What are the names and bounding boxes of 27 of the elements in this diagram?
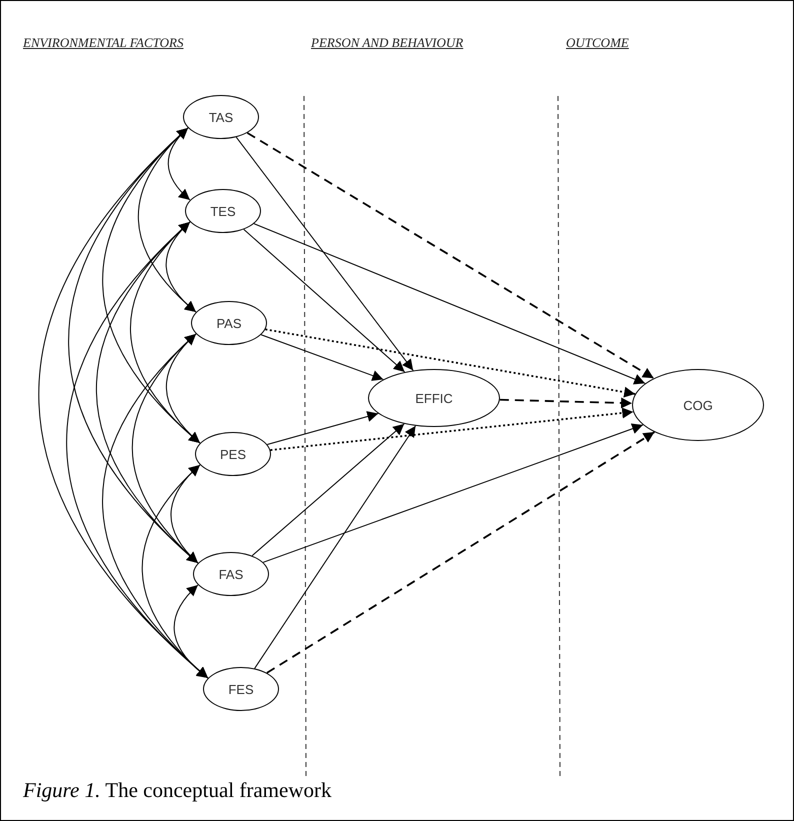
variable-ellipse: PES	[195, 432, 271, 476]
figure-caption: Figure 1. The conceptual framework	[23, 778, 332, 803]
arrow	[500, 397, 632, 408]
arrow	[254, 223, 646, 384]
variable-ellipse: TAS	[183, 95, 259, 139]
column-heading: ENVIRONMENTAL FACTORS	[23, 35, 184, 51]
arrow	[270, 408, 634, 451]
variable-ellipse: TES	[185, 189, 261, 233]
variable-ellipse: FES	[203, 667, 279, 711]
arrow	[246, 132, 654, 380]
arrow	[260, 334, 384, 381]
arrow	[265, 328, 636, 398]
arrow	[266, 431, 655, 674]
variable-ellipse: PAS	[191, 301, 267, 345]
arrow	[254, 425, 416, 669]
arrow	[243, 228, 406, 373]
arrow	[174, 584, 208, 678]
arrow	[252, 423, 405, 556]
column-heading: PERSON AND BEHAVIOUR	[311, 35, 464, 51]
arrow	[266, 411, 379, 445]
arrow	[236, 136, 414, 371]
variable-ellipse: COG	[632, 369, 764, 441]
arrow	[170, 464, 200, 564]
variable-ellipse: EFFIC	[368, 369, 500, 427]
variable-ellipse: FAS	[193, 552, 269, 596]
column-heading: OUTCOME	[566, 35, 629, 51]
arrow	[262, 423, 644, 563]
